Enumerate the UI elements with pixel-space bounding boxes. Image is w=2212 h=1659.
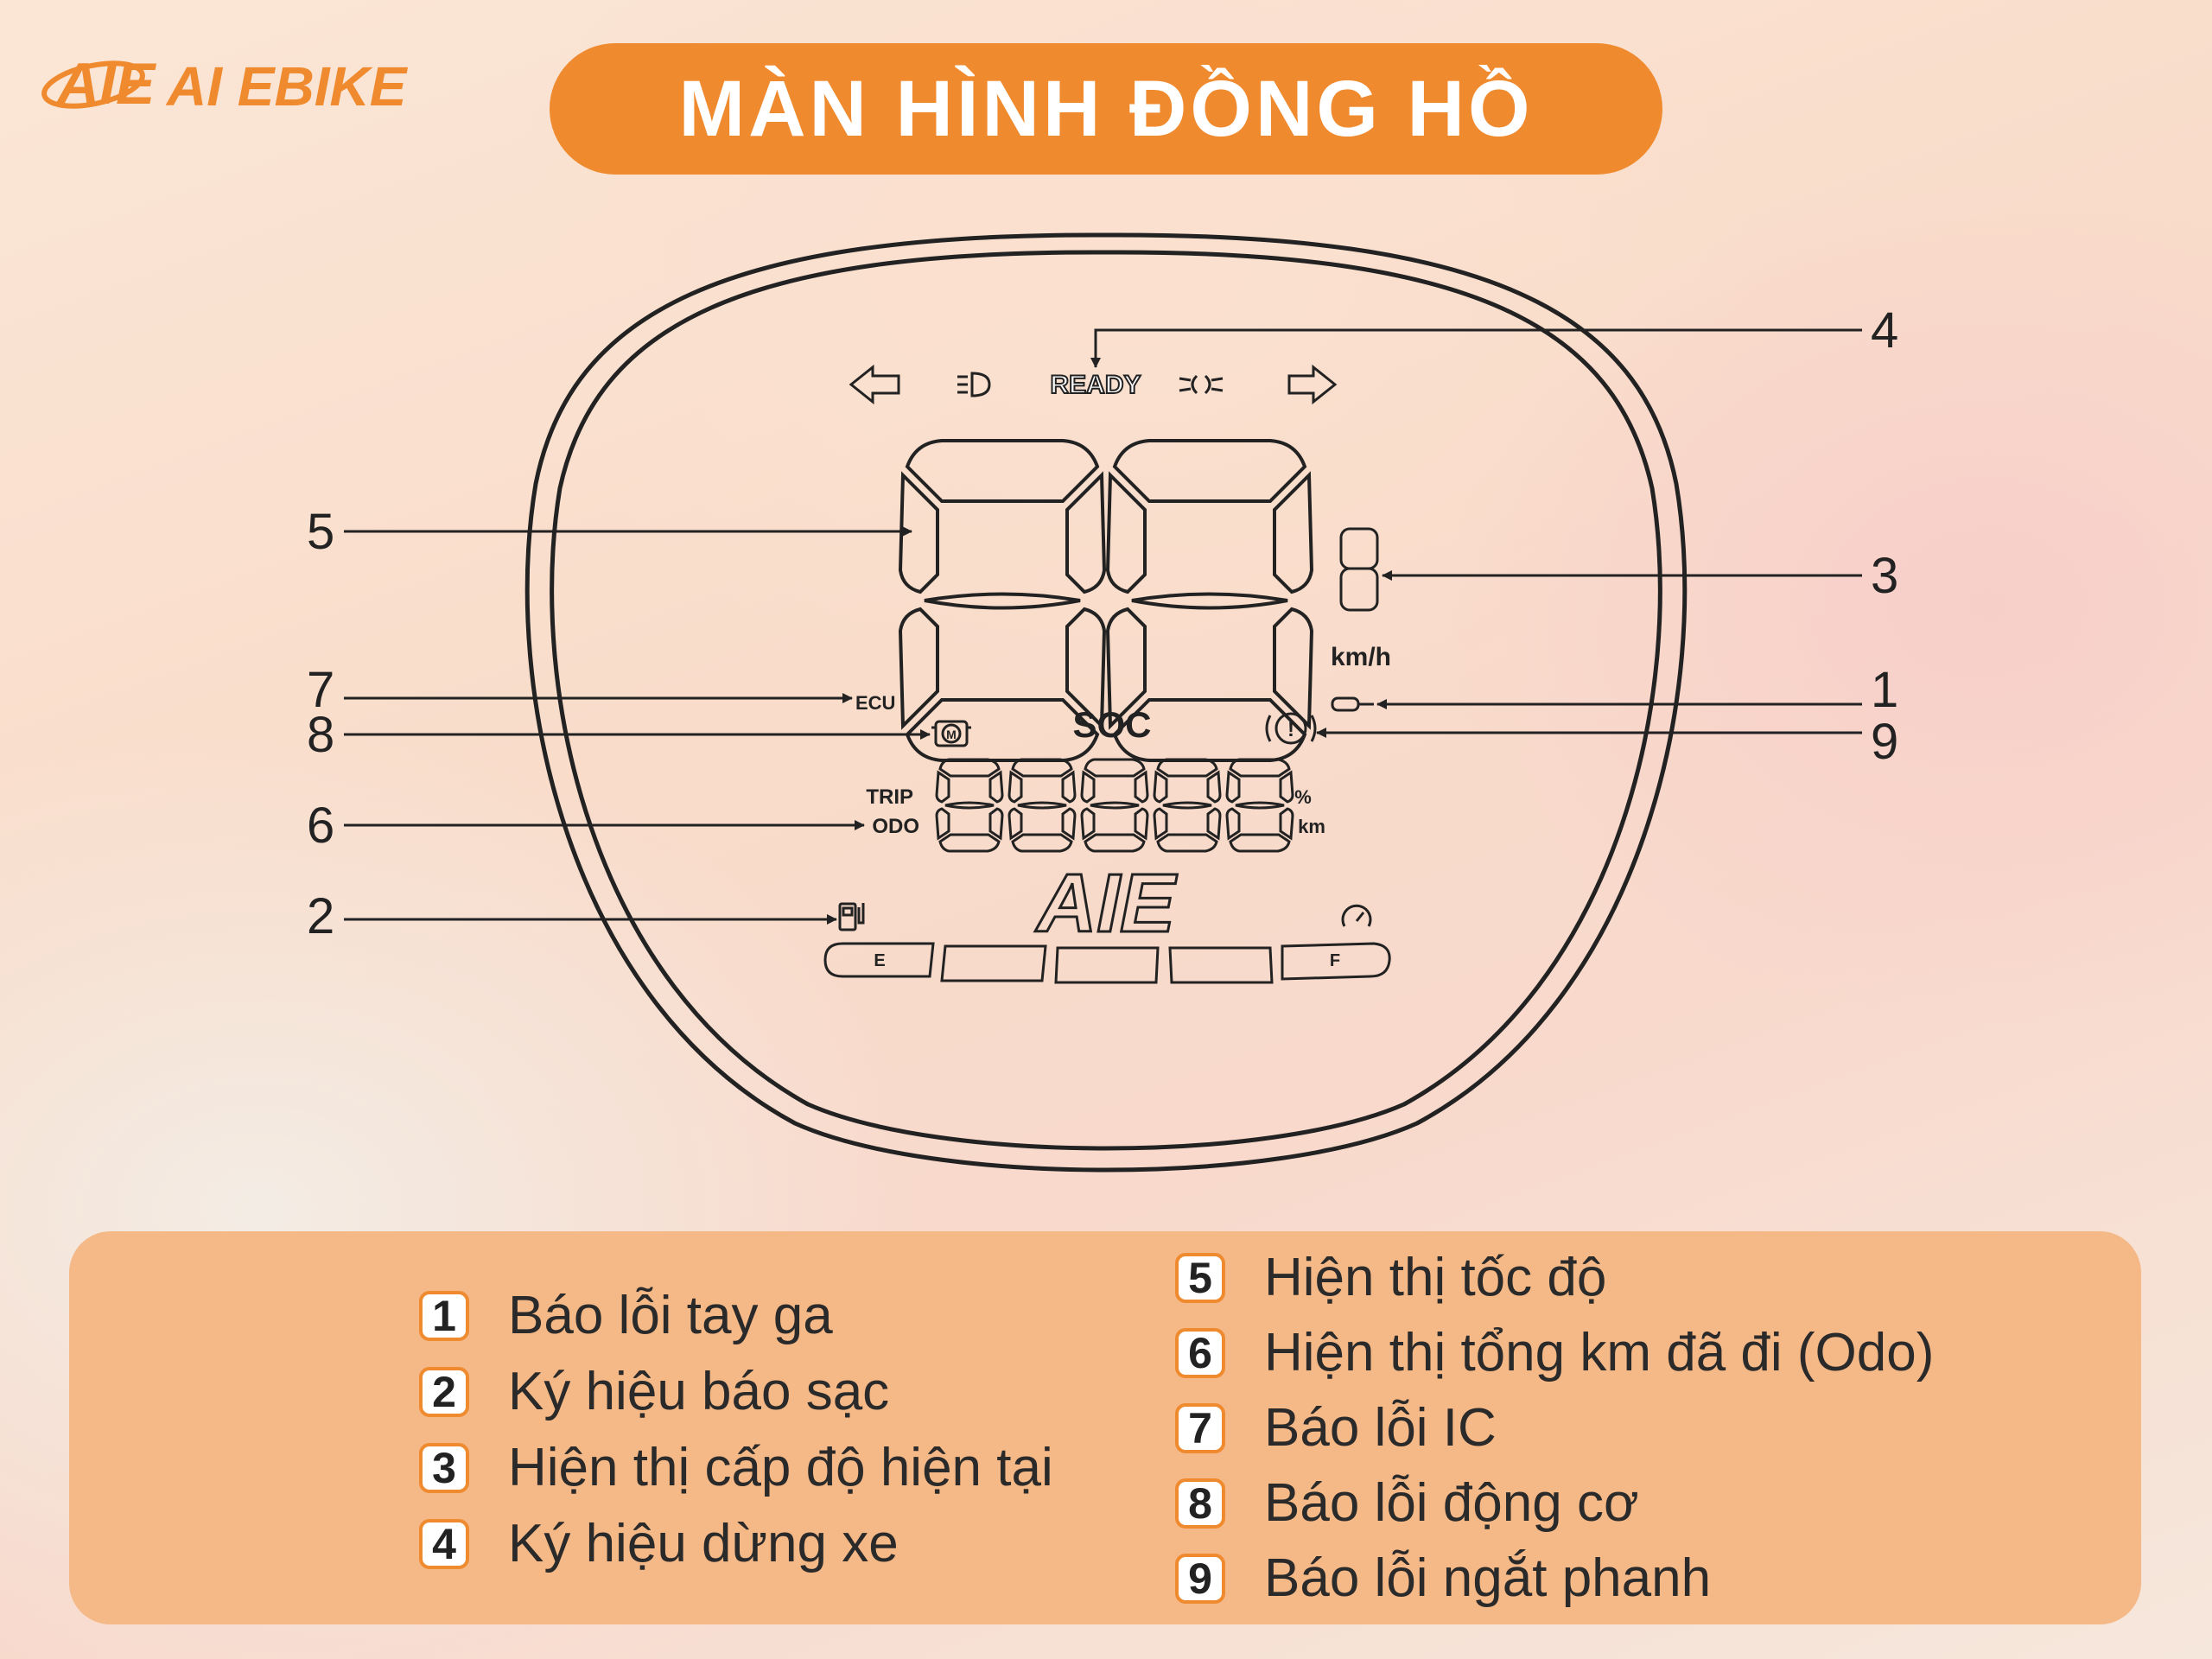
callout-3: 3 (1871, 548, 1898, 604)
legend-item-2: 2 Ký hiệu báo sạc (419, 1361, 889, 1422)
ecu-label: ECU (855, 692, 895, 714)
full-label: F (1330, 951, 1340, 970)
legend-label-9: Báo lỗi ngắt phanh (1264, 1548, 1712, 1608)
dashboard-inner-frame (550, 250, 1662, 1151)
legend-num-3: 3 (419, 1442, 469, 1493)
legend-num-6: 6 (1175, 1327, 1225, 1378)
legend-item-4: 4 Ký hiệu dừng xe (419, 1513, 899, 1574)
callout-4: 4 (1871, 302, 1898, 359)
svg-text:AIE: AIE (55, 51, 157, 117)
svg-text:AI EBIKE: AI EBIKE (165, 55, 409, 118)
legend-label-4: Ký hiệu dừng xe (508, 1514, 899, 1573)
brand-logo: AIE AI EBIKE (41, 51, 409, 118)
dashboard-outer-frame (524, 232, 1688, 1173)
empty-label: E (874, 951, 885, 970)
legend-num-4: 4 (419, 1518, 469, 1569)
page-title: MÀN HÌNH ĐỒNG HỒ (678, 64, 1534, 153)
speedometer-icon (1341, 904, 1372, 927)
legend-label-8: Báo lỗi động cơ (1264, 1473, 1639, 1533)
callout-8: 8 (307, 707, 334, 763)
callout-1: 1 (1871, 662, 1898, 718)
level-digit (1339, 527, 1379, 612)
legend-num-9: 9 (1175, 1553, 1225, 1604)
legend-item-1: 1 Báo lỗi tay ga (419, 1285, 833, 1346)
odo-digit-5 (1225, 758, 1294, 853)
callout-9: 9 (1871, 714, 1898, 770)
legend-label-3: Hiện thị cấp độ hiện tại (508, 1438, 1053, 1497)
legend-num-1: 1 (419, 1290, 469, 1341)
soc-label: SOC (1072, 704, 1151, 745)
ready-indicator: READY (1050, 371, 1141, 399)
svg-text:M: M (946, 728, 957, 741)
odo-digit-4 (1153, 758, 1222, 853)
legend-panel: 1 Báo lỗi tay ga 2 Ký hiệu báo sạc 3 Hiệ… (69, 1231, 2141, 1624)
center-logo: AIE (1035, 857, 1178, 950)
headlight-icon (957, 372, 991, 397)
legend-label-2: Ký hiệu báo sạc (508, 1362, 890, 1421)
title-banner: MÀN HÌNH ĐỒNG HỒ (550, 43, 1662, 175)
right-turn-icon (1287, 364, 1338, 405)
legend-num-5: 5 (1175, 1252, 1225, 1303)
legend-label-5: Hiện thị tốc độ (1264, 1248, 1607, 1307)
position-light-icon (1179, 374, 1224, 395)
legend-num-8: 8 (1175, 1478, 1225, 1529)
trip-label: TRIP (866, 785, 913, 809)
callout-7: 7 (307, 662, 334, 718)
legend-num-7: 7 (1175, 1402, 1225, 1453)
odo-label: ODO (872, 815, 919, 838)
legend-label-7: Báo lỗi IC (1264, 1398, 1497, 1458)
percent-label: % (1294, 786, 1312, 808)
odo-digit-2 (1007, 758, 1077, 853)
callout-5: 5 (307, 504, 334, 560)
callout-6: 6 (307, 798, 334, 854)
battery-bar (823, 942, 1391, 984)
odo-digit-3 (1080, 758, 1149, 853)
km-label: km (1298, 816, 1325, 837)
throttle-error-icon (1331, 696, 1374, 712)
dashboard-diagram: READY km/h ECU M SOC ! TRIP ODO % km AIE (307, 232, 1898, 1173)
legend-label-6: Hiện thị tổng km đã đi (Odo) (1264, 1323, 1935, 1382)
legend-item-7: 7 Báo lỗi IC (1175, 1397, 1497, 1459)
legend-item-3: 3 Hiện thị cấp độ hiện tại (419, 1437, 1053, 1498)
odo-digit-1 (935, 758, 1004, 853)
legend-item-5: 5 Hiện thị tốc độ (1175, 1247, 1606, 1308)
callout-2: 2 (307, 888, 334, 944)
legend-item-8: 8 Báo lỗi động cơ (1175, 1472, 1639, 1534)
brake-warning-icon (1265, 712, 1317, 745)
legend-label-1: Báo lỗi tay ga (508, 1286, 833, 1345)
left-turn-icon (849, 364, 900, 405)
speed-unit: km/h (1331, 643, 1391, 671)
svg-text:!: ! (1287, 718, 1294, 741)
motor-icon (931, 720, 971, 747)
legend-item-9: 9 Báo lỗi ngắt phanh (1175, 1548, 1711, 1609)
legend-item-6: 6 Hiện thị tổng km đã đi (Odo) (1175, 1322, 1934, 1383)
legend-num-2: 2 (419, 1366, 469, 1417)
callout-4-line (1090, 328, 1862, 368)
charge-icon (838, 902, 865, 931)
